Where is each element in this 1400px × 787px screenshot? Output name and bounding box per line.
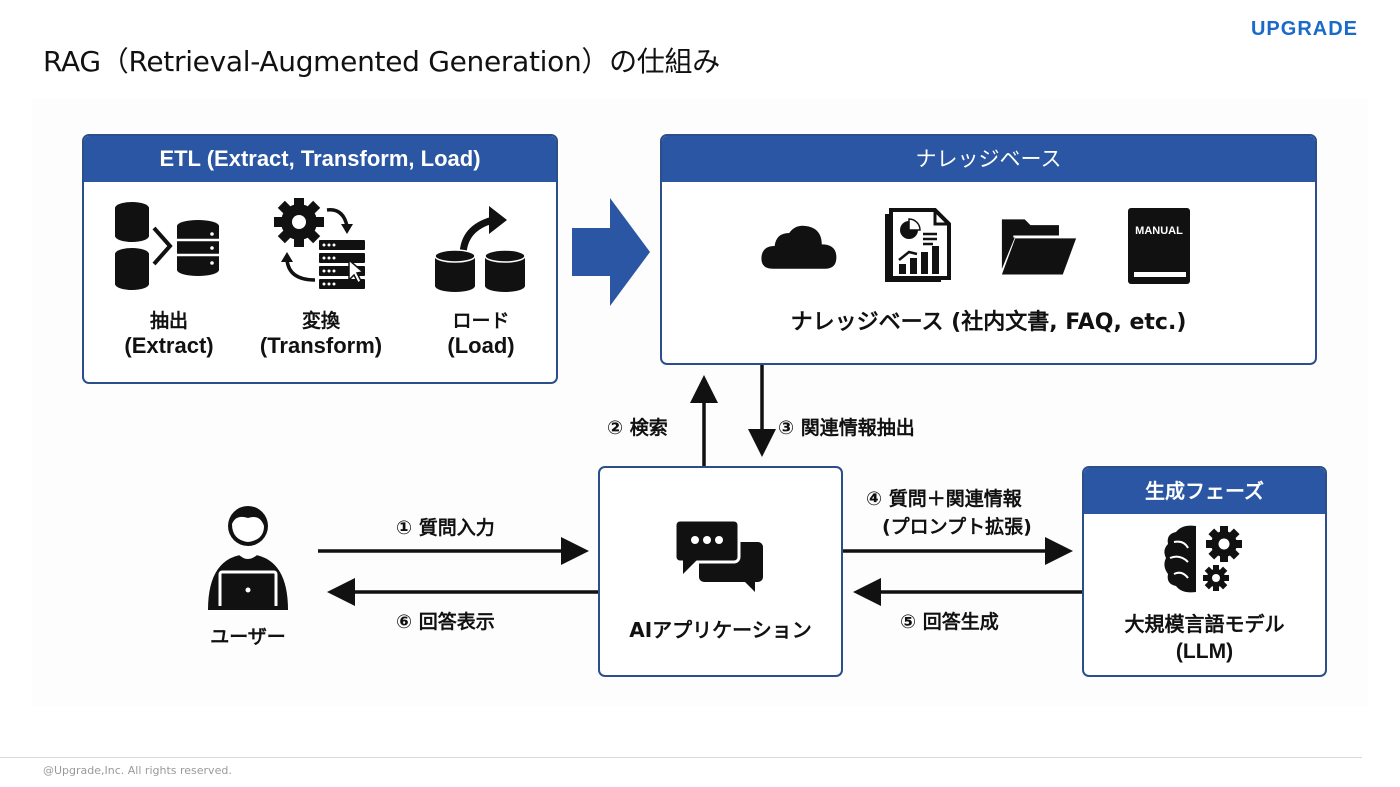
database-extract-icon <box>94 196 244 296</box>
flow-label-step4-sub: (プロンプト拡張) <box>882 516 1032 538</box>
etl-item-extract: 抽出 (Extract) <box>94 196 244 359</box>
user-label: ユーザー <box>210 626 286 648</box>
etl-transform-en: (Transform) <box>259 333 383 358</box>
etl-transform-jp: 変換 <box>301 310 340 332</box>
etl-load-en: (Load) <box>447 333 515 358</box>
etl-box: ETL (Extract, Transform, Load) 抽出 (Extra… <box>82 134 558 384</box>
ai-application-box: AIアプリケーション <box>598 466 843 677</box>
etl-header: ETL (Extract, Transform, Load) <box>84 136 556 182</box>
etl-load-jp: ロード <box>452 310 510 332</box>
chat-bubbles-icon <box>600 518 841 594</box>
folder-icon <box>1000 206 1078 286</box>
user-actor: ユーザー <box>198 500 298 649</box>
copyright: @Upgrade,Inc. All rights reserved. <box>43 764 232 777</box>
database-load-icon <box>406 196 556 296</box>
flow-label-step1: ① 質問入力 <box>396 517 495 539</box>
generation-phase-header: 生成フェーズ <box>1084 468 1325 514</box>
etl-item-load: ロード (Load) <box>406 196 556 359</box>
llm-label: 大規模言語モデル (LLM) <box>1084 610 1325 666</box>
llm-label-jp: 大規模言語モデル <box>1124 612 1285 636</box>
flow-label-step2: ② 検索 <box>607 417 668 439</box>
user-laptop-icon <box>208 506 288 610</box>
etl-extract-en: (Extract) <box>124 333 214 358</box>
manual-book-icon: MANUAL <box>1120 206 1198 286</box>
knowledge-base-header: ナレッジベース <box>662 136 1315 182</box>
flow-label-step3: ③ 関連情報抽出 <box>778 417 915 439</box>
cloud-icon <box>760 206 838 286</box>
llm-label-sub: (LLM) <box>1175 640 1234 663</box>
flow-label-step4: ④ 質問＋関連情報 <box>866 488 1022 510</box>
generation-phase-box: 生成フェーズ <box>1082 466 1327 677</box>
etl-extract-jp: 抽出 <box>149 310 188 332</box>
ai-application-label: AIアプリケーション <box>629 618 812 642</box>
brain-gears-icon <box>1084 524 1325 594</box>
etl-item-transform: 変換 (Transform) <box>246 196 396 359</box>
knowledge-base-icons: MANUAL <box>662 206 1315 286</box>
gear-server-transform-icon <box>246 196 396 296</box>
report-document-icon <box>880 206 958 286</box>
knowledge-base-box: ナレッジベース <box>660 134 1317 365</box>
flow-label-step5: ⑤ 回答生成 <box>900 611 999 633</box>
manual-text: MANUAL <box>1135 225 1183 237</box>
flow-label-step6: ⑥ 回答表示 <box>396 611 495 633</box>
etl-to-kb-arrow-icon <box>572 198 650 306</box>
knowledge-base-caption: ナレッジベース (社内文書, FAQ, etc.) <box>790 310 1187 335</box>
page-title: RAG（Retrieval-Augmented Generation）の仕組み <box>43 45 720 78</box>
footer-divider <box>0 757 1362 758</box>
brand-logo: UPGRADE <box>1250 18 1358 40</box>
